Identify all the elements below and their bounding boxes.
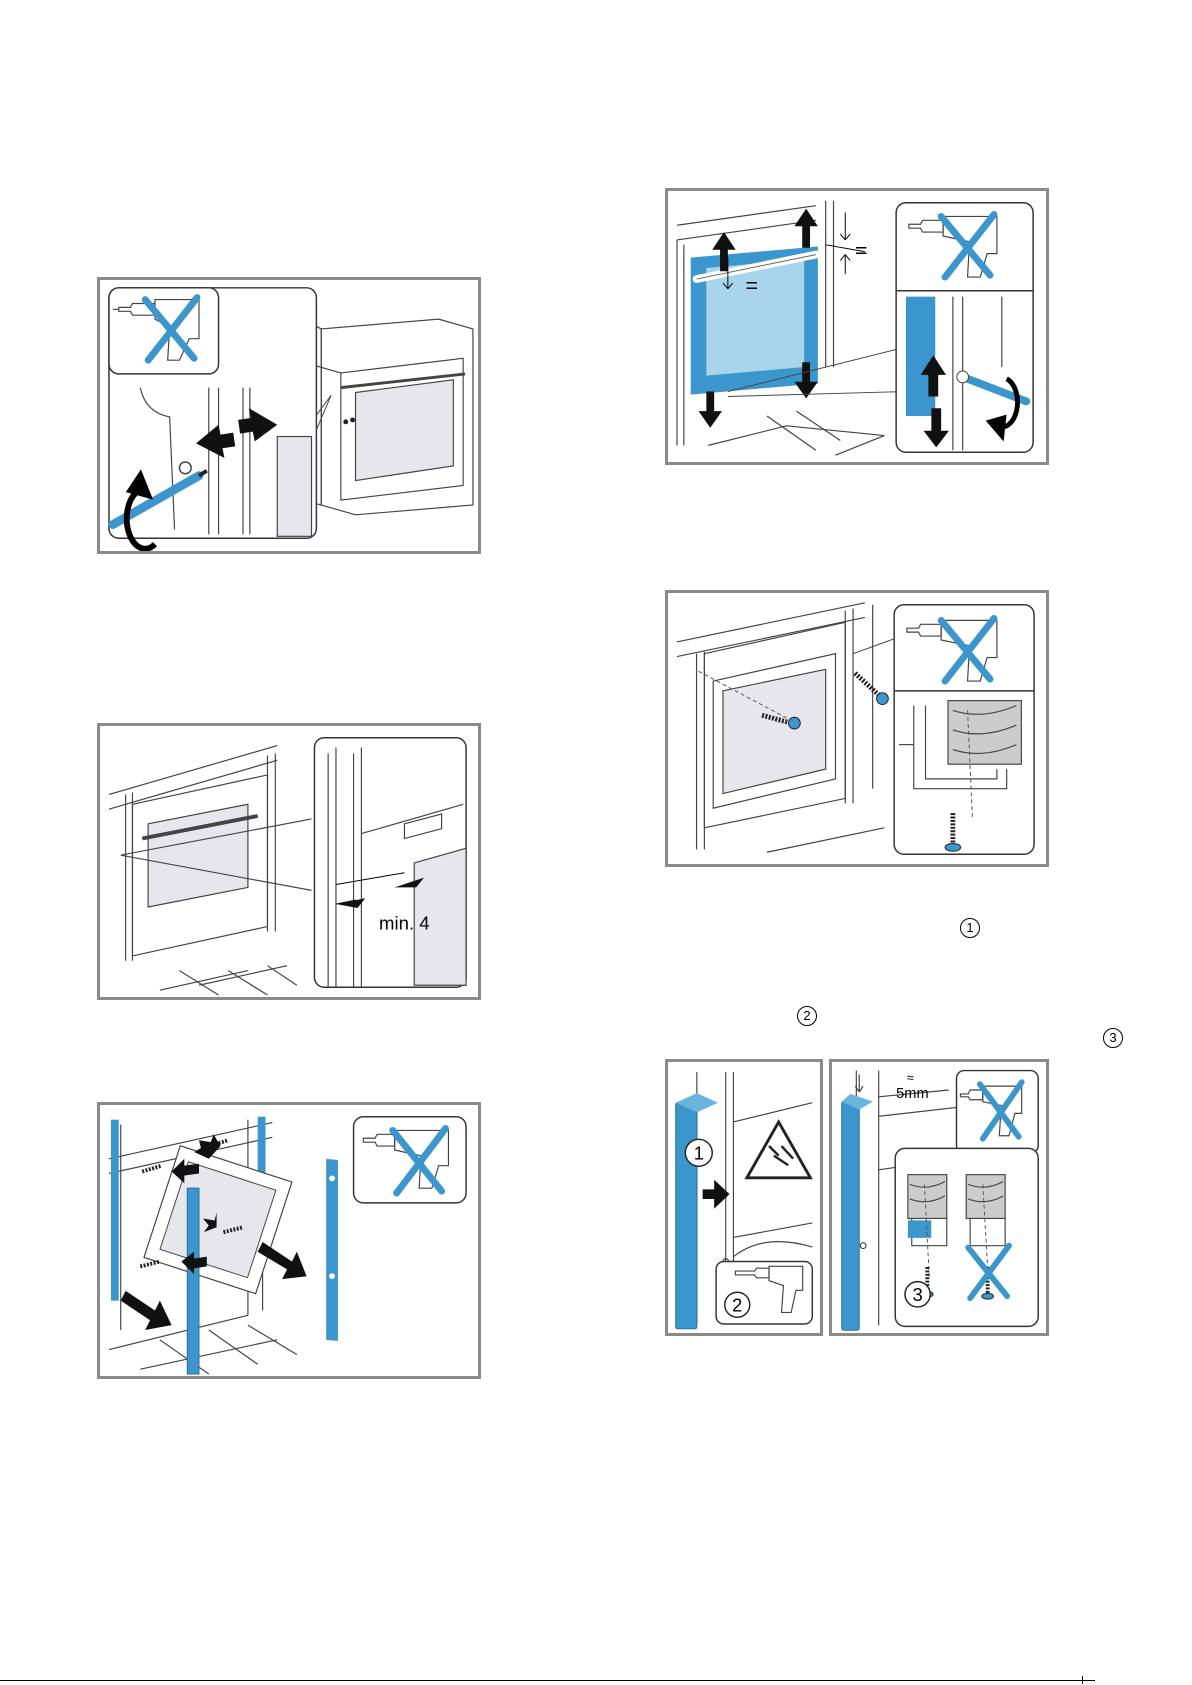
equal-label-2: = <box>855 239 868 263</box>
figure-3-gap: min. 4 <box>97 723 481 1000</box>
step-1-label: 1 <box>694 1143 704 1164</box>
step-3-label: 3 <box>912 1284 922 1305</box>
figure-4-screw-fix <box>665 590 1049 867</box>
step-2-label: 2 <box>732 1295 742 1316</box>
figure-1-illustration <box>100 280 478 551</box>
min-gap-label: min. 4 <box>379 912 430 933</box>
figure-5-remove-trims <box>97 1102 481 1379</box>
figure-4-illustration <box>668 593 1046 864</box>
figure-2-align-door: = = <box>665 188 1049 465</box>
figure-3-illustration: min. 4 <box>100 726 478 997</box>
figure-6b-illustration: 5mm ≈ 3 <box>832 1062 1046 1333</box>
gap-tilde: ≈ <box>907 1071 914 1085</box>
step-marker-2: 2 <box>797 1006 817 1026</box>
figure-5-illustration <box>100 1105 478 1376</box>
step-marker-1: 1 <box>960 918 980 938</box>
footer-tick <box>1082 1676 1083 1684</box>
figure-1-remove-screws <box>97 277 481 554</box>
screw-icon <box>855 673 888 704</box>
equal-label-1: = <box>745 274 758 298</box>
warning-triangle-icon <box>747 1122 810 1178</box>
figure-6b-gap-fix: 5mm ≈ 3 <box>829 1059 1049 1336</box>
figure-6a-attach-trim: 1 2 <box>665 1059 823 1336</box>
figure-2-illustration: = = <box>668 191 1046 462</box>
step-marker-3: 3 <box>1103 1028 1123 1048</box>
footer-rule <box>0 1680 1095 1681</box>
gap-label: 5mm <box>896 1086 928 1102</box>
figure-6a-illustration: 1 2 <box>668 1062 820 1333</box>
